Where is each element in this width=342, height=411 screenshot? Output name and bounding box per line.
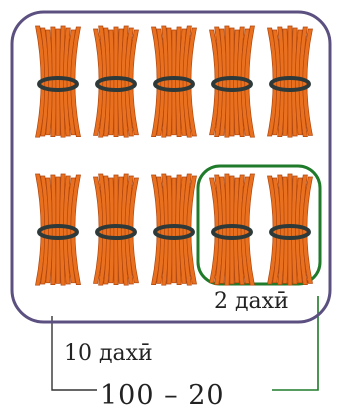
stick (186, 175, 197, 285)
stick-bundle (209, 25, 255, 138)
stick (70, 174, 81, 285)
subtraction-expression: 100 – 20 (100, 380, 225, 411)
stick (70, 26, 81, 137)
two-tens-label: 2 дахӣ (214, 289, 289, 314)
rubber-band (153, 76, 195, 92)
stick-bundle (93, 25, 139, 138)
inner-group-frame (196, 164, 322, 286)
rubber-band (269, 76, 311, 92)
stick-bundle (35, 173, 81, 286)
rubber-band (269, 224, 311, 240)
rubber-band (95, 224, 137, 240)
stick-bundle (151, 25, 197, 138)
rubber-band (211, 76, 253, 92)
stick (302, 28, 313, 136)
stick (128, 177, 139, 284)
rubber-band (37, 76, 79, 92)
stick (186, 27, 197, 137)
stick-bundle (93, 173, 139, 286)
outer-group-frame (10, 10, 332, 324)
two-bracket-line (272, 296, 319, 391)
rubber-band (211, 224, 253, 240)
stick-bundle (209, 173, 255, 286)
stick-bundle (151, 173, 197, 286)
rubber-band (37, 224, 79, 240)
stick (244, 173, 255, 286)
stick (244, 25, 255, 138)
ten-tens-label: 10 дахӣ (64, 341, 153, 366)
rubber-band (153, 224, 195, 240)
stick-bundle (267, 173, 313, 286)
stick (128, 29, 139, 136)
bundle-grid (35, 25, 313, 286)
ten-bracket-line (51, 316, 97, 391)
stick-bundle (267, 25, 313, 138)
stick (302, 176, 313, 284)
rubber-band (95, 76, 137, 92)
stick-bundle (35, 25, 81, 138)
